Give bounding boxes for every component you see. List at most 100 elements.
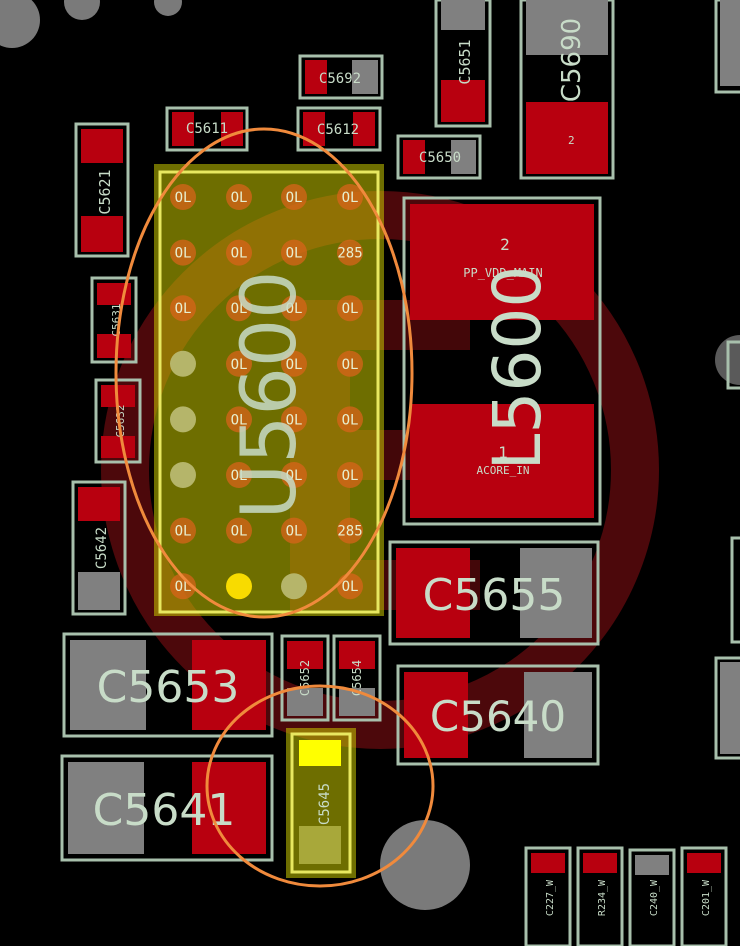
component-c5653[interactable]: C5653 (62, 632, 274, 738)
component-r234-w[interactable]: R234_W (576, 846, 624, 946)
label-c5653: C5653 (97, 662, 240, 713)
bga-pin[interactable] (337, 406, 363, 433)
bga-pin-reading: OL (286, 246, 303, 262)
label-r234-w: R234_W (597, 879, 608, 916)
bga-pin[interactable] (281, 184, 307, 210)
bga-pin-reading: OL (342, 412, 359, 428)
component-c5654[interactable]: C5654 (332, 634, 382, 722)
bga-pin[interactable] (226, 573, 252, 600)
bga-pin-reading: OL (286, 301, 303, 317)
label-c5640: C5640 (430, 692, 566, 741)
label-c5690: C5690 (557, 18, 587, 102)
component-edge-pad[interactable] (714, 340, 740, 760)
pin-label-c5690: 2 (568, 134, 575, 147)
label-c5612: C5612 (317, 122, 359, 138)
bga-pin[interactable] (281, 350, 307, 377)
bga-pin[interactable] (170, 573, 196, 600)
bga-pin-reading: OL (231, 524, 248, 540)
bga-pin-reading: OL (175, 301, 192, 317)
via-hole (154, 0, 182, 16)
label-u5600: U5600 (224, 270, 313, 519)
pin-label-l5600-2: 2 (500, 235, 510, 254)
bga-pin[interactable] (337, 184, 363, 210)
bga-pin-reading: OL (342, 579, 359, 595)
bga-pin[interactable] (170, 462, 196, 488)
component-c5650[interactable]: C5650 (396, 134, 482, 180)
component-c5621[interactable]: C5621 (74, 122, 130, 258)
label-c5655: C5655 (423, 570, 566, 621)
annotation-circle-c5645 (205, 684, 435, 888)
component-c5651[interactable]: C5651 (434, 0, 492, 128)
component-c5612[interactable]: C5612 (296, 106, 382, 152)
bga-pin[interactable] (281, 239, 307, 266)
bga-pin-reading: OL (231, 357, 248, 373)
label-c5641: C5641 (93, 785, 236, 836)
component-l5600[interactable]: L5600 2 PP_VDD_MAIN 1 ACORE_IN (402, 196, 602, 526)
label-c5654: C5654 (350, 660, 364, 696)
via-hole (380, 820, 470, 910)
bga-pin[interactable] (170, 239, 196, 266)
bga-pin[interactable] (337, 350, 363, 377)
net-label-acore-in: ACORE_IN (477, 464, 530, 477)
bga-pin-reading: OL (175, 524, 192, 540)
label-c5651: C5651 (456, 39, 474, 84)
component-c5690[interactable]: C5690 2 (519, 0, 615, 180)
component-c227-w[interactable]: C227_W (524, 846, 572, 946)
bga-pin-reading: OL (231, 190, 248, 206)
bga-pin-reading: OL (342, 190, 359, 206)
via-hole (64, 0, 100, 20)
bga-pin[interactable] (281, 573, 307, 600)
bga-pin[interactable] (226, 406, 252, 433)
component-c5692[interactable]: C5692 (298, 54, 384, 100)
component-c5645[interactable]: C5645 (286, 728, 356, 878)
component-c5655[interactable]: C5655 (388, 540, 600, 646)
bga-pin-reading: OL (286, 524, 303, 540)
component-edge-pad[interactable] (714, 0, 740, 94)
bga-pin[interactable] (281, 295, 307, 322)
label-c227-w: C227_W (545, 879, 556, 916)
label-c5642: C5642 (94, 527, 110, 569)
component-c240-w[interactable]: C240_W (628, 848, 676, 946)
bga-pin-reading: OL (231, 301, 248, 317)
bga-pin[interactable] (226, 350, 252, 377)
bga-pin-reading: OL (286, 190, 303, 206)
bga-pin[interactable] (281, 406, 307, 433)
bga-pin[interactable] (337, 517, 363, 544)
bga-pin-reading: OL (286, 468, 303, 484)
label-c5652: C5652 (298, 660, 312, 696)
label-c240-w: C240_W (649, 879, 660, 916)
bga-pin[interactable] (170, 406, 196, 433)
bga-pin-reading: OL (342, 301, 359, 317)
component-c5642[interactable]: C5642 (71, 480, 127, 616)
pin-label-l5600-1: 1 (498, 443, 508, 462)
bga-pin[interactable] (226, 295, 252, 322)
annotation-circle-u5600 (114, 127, 414, 619)
label-c5621: C5621 (96, 169, 114, 214)
bga-pin-reading: OL (231, 246, 248, 262)
bga-pin[interactable] (281, 462, 307, 488)
label-c5611: C5611 (186, 121, 228, 137)
bga-pin[interactable] (170, 517, 196, 544)
bga-pin-reading: OL (286, 357, 303, 373)
bga-pin[interactable] (170, 184, 196, 210)
bga-pin-reading: OL (231, 412, 248, 428)
bga-pin[interactable] (226, 239, 252, 266)
component-c201-w[interactable]: C201_W (680, 846, 728, 946)
bga-pin[interactable] (170, 350, 196, 377)
bga-pin[interactable] (337, 239, 363, 266)
bga-pin[interactable] (226, 184, 252, 210)
bga-pin-reading: 285 (337, 246, 362, 262)
bga-pin[interactable] (337, 295, 363, 322)
bga-pin-reading: 285 (337, 524, 362, 540)
label-c5692: C5692 (319, 71, 361, 87)
bga-pin[interactable] (170, 295, 196, 322)
bga-pin[interactable] (226, 462, 252, 488)
component-c5641[interactable]: C5641 (60, 754, 274, 862)
bga-pin[interactable] (281, 517, 307, 544)
bga-pin-reading: OL (175, 190, 192, 206)
net-label-pp-vdd-main: PP_VDD_MAIN (463, 266, 542, 280)
bga-pin[interactable] (337, 462, 363, 488)
bga-pin[interactable] (226, 517, 252, 544)
